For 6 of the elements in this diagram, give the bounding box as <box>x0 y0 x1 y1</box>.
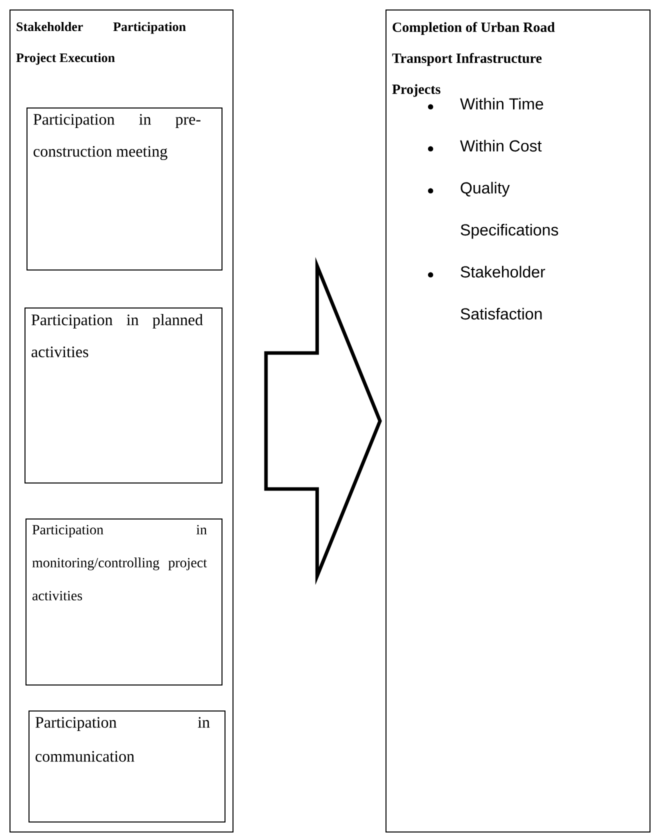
step-box: Participation in communication <box>28 710 226 822</box>
outcome-box: Completion of Urban Road Transport Infrastructure Projects Within Time Within Cost Quality Specifications Stakeholder Satisfaction <box>386 10 650 832</box>
step-box: Participation in monitoring/controlling project activities <box>26 518 222 686</box>
step-box: Participation in planned activities <box>24 308 222 484</box>
step-box: Participation in pre-construction meeting <box>26 108 222 270</box>
block-arrow <box>264 257 382 585</box>
